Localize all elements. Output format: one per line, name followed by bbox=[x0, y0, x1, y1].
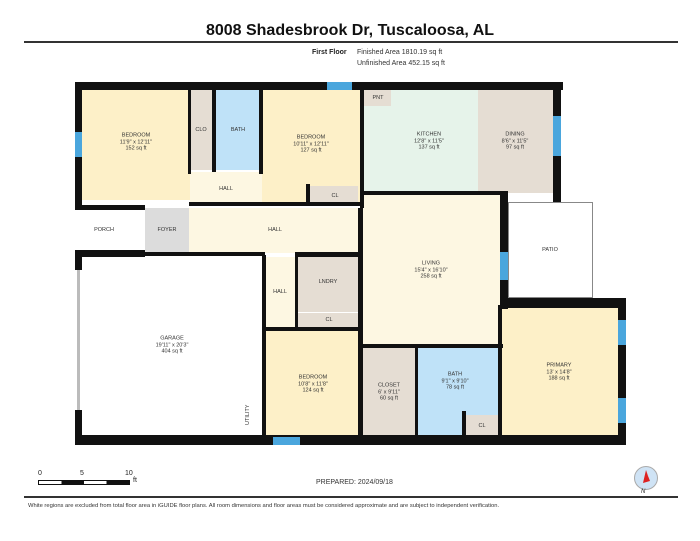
floor-label: First Floor bbox=[312, 49, 347, 56]
wall bbox=[363, 191, 503, 195]
room-patio bbox=[508, 202, 593, 298]
room-cl-3 bbox=[466, 415, 498, 435]
room-cl-2 bbox=[298, 313, 358, 327]
room-hall-1 bbox=[190, 172, 262, 206]
prepared-date: PREPARED: 2024/09/18 bbox=[316, 479, 393, 486]
window bbox=[618, 320, 626, 345]
room-label: CL bbox=[325, 316, 333, 323]
room-bedroom-1 bbox=[82, 90, 190, 200]
compass-icon bbox=[634, 466, 658, 490]
room-label: CL bbox=[331, 192, 339, 199]
wall bbox=[75, 205, 145, 210]
window bbox=[273, 437, 300, 445]
room-label: LNDRY bbox=[318, 278, 338, 285]
room-dining bbox=[478, 90, 553, 193]
wall bbox=[363, 344, 503, 348]
room-label: UTILITY bbox=[245, 404, 251, 425]
wall bbox=[295, 252, 363, 257]
wall bbox=[259, 90, 263, 174]
unfinished-area: Unfinished Area 452.15 sq ft bbox=[357, 60, 445, 67]
scale-graphic bbox=[38, 480, 130, 485]
wall bbox=[75, 82, 563, 90]
wall bbox=[500, 298, 626, 308]
wall bbox=[358, 208, 363, 445]
wall bbox=[75, 410, 82, 440]
room-clo bbox=[190, 90, 212, 170]
room-label: BATH bbox=[230, 126, 246, 133]
scale-tick: 5 bbox=[80, 470, 84, 477]
room-hall-3 bbox=[265, 257, 295, 327]
room-foyer bbox=[145, 208, 189, 253]
wall bbox=[498, 305, 502, 440]
scale-tick: 10 bbox=[125, 470, 133, 477]
wall bbox=[145, 252, 265, 256]
room-hall-2 bbox=[189, 208, 361, 253]
scale-tick: 0 bbox=[38, 470, 42, 477]
wall bbox=[265, 327, 363, 331]
window bbox=[327, 82, 352, 90]
room-garage bbox=[82, 260, 262, 435]
room-label: HALL bbox=[268, 226, 282, 233]
room-label: CLO bbox=[195, 126, 207, 133]
wall bbox=[212, 90, 216, 172]
wall bbox=[500, 191, 508, 309]
wall bbox=[360, 90, 364, 208]
room-bath-1 bbox=[216, 90, 260, 170]
finished-area: Finished Area 1810.19 sq ft bbox=[357, 49, 443, 56]
room-label: HALL bbox=[273, 288, 287, 295]
header-divider bbox=[24, 41, 678, 43]
wall bbox=[77, 270, 80, 410]
scale-unit: ft bbox=[133, 477, 137, 484]
wall bbox=[462, 411, 466, 437]
room-label: PNT bbox=[372, 94, 384, 101]
room-cl-1 bbox=[310, 186, 358, 206]
room-label: CL bbox=[478, 422, 486, 429]
room-living bbox=[363, 195, 500, 345]
room-label: PATIO bbox=[542, 246, 558, 253]
room-kitchen bbox=[363, 90, 478, 193]
room-lndry bbox=[298, 257, 358, 312]
window bbox=[553, 116, 561, 156]
room-primary bbox=[502, 308, 618, 435]
window bbox=[75, 132, 82, 157]
room-closet bbox=[363, 348, 415, 435]
wall bbox=[306, 184, 310, 204]
wall bbox=[188, 90, 191, 174]
wall bbox=[618, 300, 626, 445]
window bbox=[500, 252, 508, 280]
room-label: FOYER bbox=[157, 226, 177, 233]
wall bbox=[75, 250, 145, 257]
wall bbox=[189, 202, 363, 206]
wall bbox=[415, 348, 418, 438]
room-pnt bbox=[363, 90, 391, 106]
wall bbox=[262, 255, 266, 445]
room-porch bbox=[75, 212, 139, 250]
room-bedroom-3 bbox=[266, 331, 360, 435]
window bbox=[618, 398, 626, 423]
compass-label: N bbox=[641, 489, 646, 495]
room-label: HALL bbox=[219, 185, 233, 192]
page-title: 8008 Shadesbrook Dr, Tuscaloosa, AL bbox=[205, 22, 495, 39]
disclaimer: White regions are excluded from total fl… bbox=[28, 503, 500, 509]
wall bbox=[75, 255, 82, 270]
wall bbox=[295, 255, 298, 327]
footer-divider bbox=[24, 496, 678, 498]
room-label: PORCH bbox=[94, 226, 114, 233]
wall bbox=[75, 435, 626, 445]
